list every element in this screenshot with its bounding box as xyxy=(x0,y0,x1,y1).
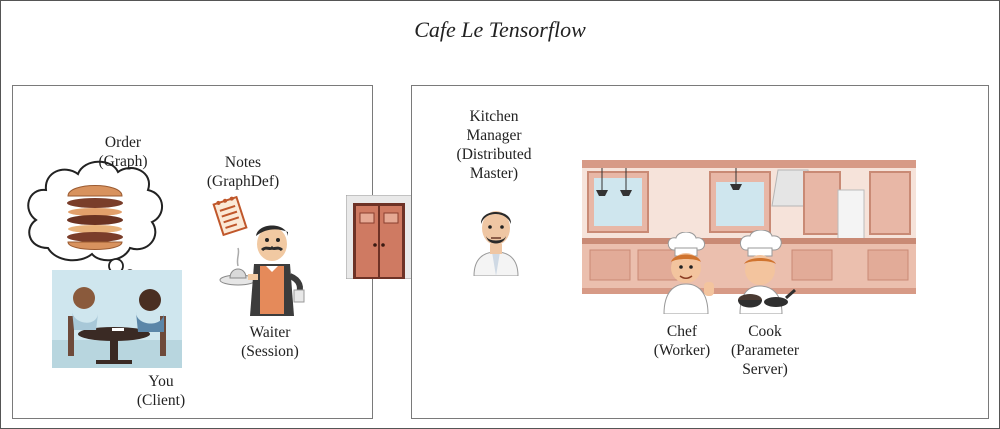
diners-icon xyxy=(52,270,182,368)
you-label: You(Client) xyxy=(136,373,186,409)
chef-label: Chef(Worker) xyxy=(653,323,711,359)
diagram-title: Cafe Le Tensorflow xyxy=(414,17,586,42)
order-label: Order(Graph) xyxy=(98,134,148,170)
burger-icon xyxy=(67,185,123,250)
notes-label: Notes(GraphDef) xyxy=(206,154,280,190)
cook-icon xyxy=(738,230,796,314)
kitchen-doors-icon xyxy=(346,195,412,279)
kitchen-icon xyxy=(582,160,916,294)
manager-icon xyxy=(473,211,519,276)
chef-icon xyxy=(663,232,714,314)
notepad-icon xyxy=(212,195,248,237)
waiter-label: Waiter(Session) xyxy=(241,324,299,360)
waiter-icon xyxy=(219,225,305,316)
